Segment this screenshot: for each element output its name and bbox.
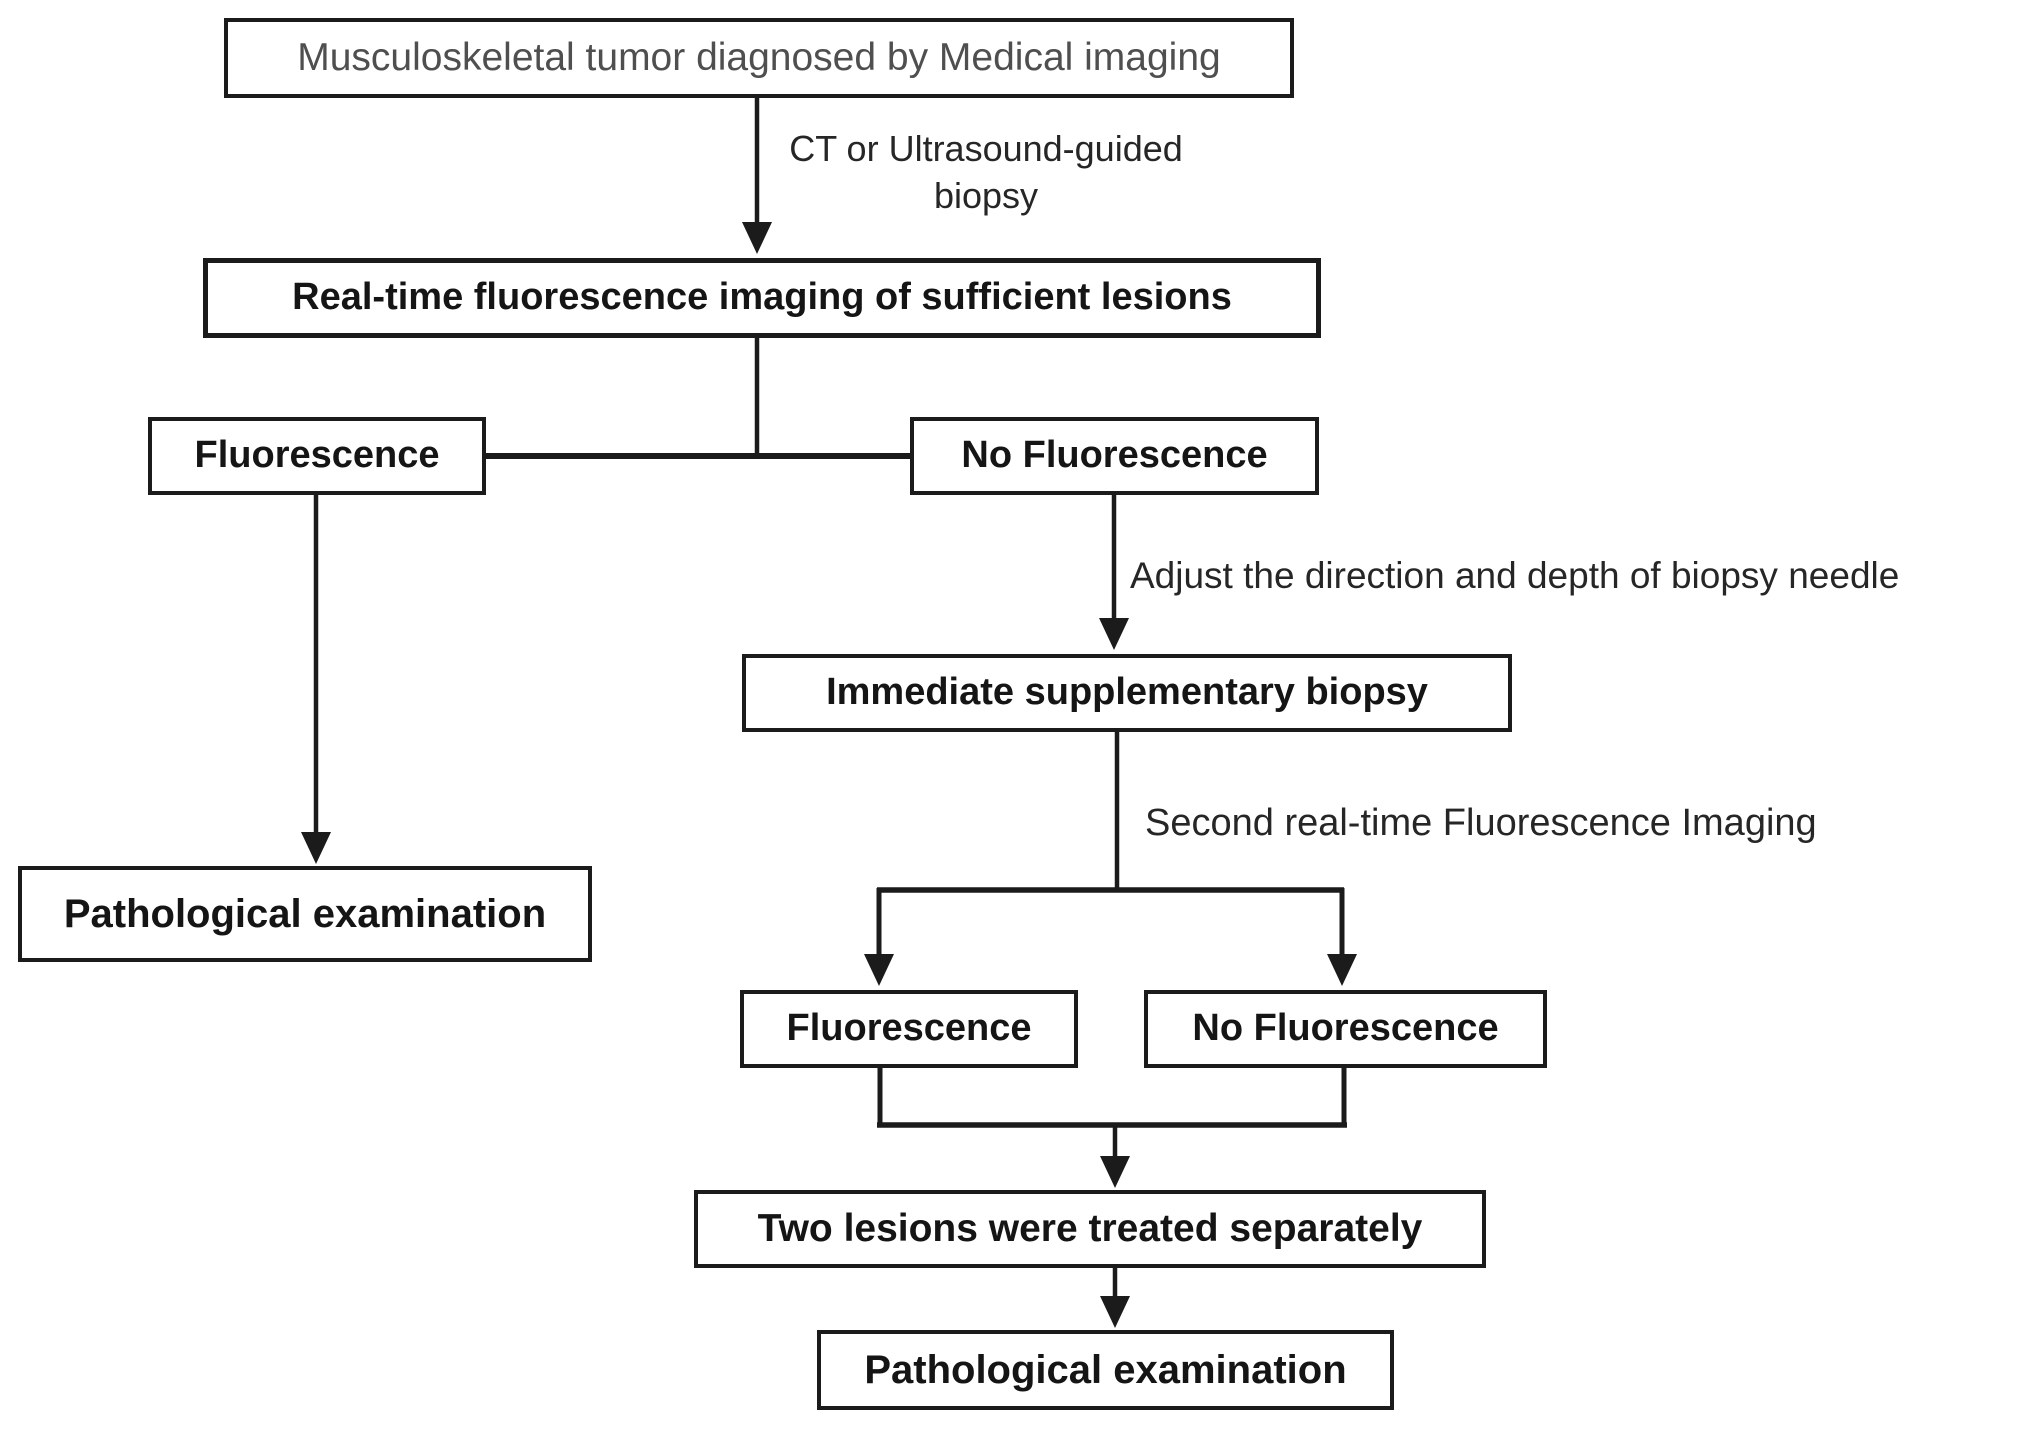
edge-merge-to-treated <box>877 1068 1347 1188</box>
node-imaging: Real-time fluorescence imaging of suffic… <box>203 258 1321 338</box>
arrowhead-split2-right <box>1327 954 1357 986</box>
edge-start-to-imaging <box>742 98 772 254</box>
arrowhead-treated-to-pathology <box>1100 1296 1130 1328</box>
edge-biopsy-to-split2 <box>864 732 1357 986</box>
arrowhead-start-to-imaging <box>742 222 772 254</box>
arrowhead-fluorescence-to-pathology <box>301 832 331 864</box>
arrowhead-merge-to-treated <box>1100 1156 1130 1188</box>
arrowhead-nofluorescence-to-biopsy <box>1099 618 1129 650</box>
edge-treated-to-pathology <box>1100 1268 1130 1328</box>
node-pathology-left: Pathological examination <box>18 866 592 962</box>
edge-imaging-to-split <box>486 338 910 459</box>
node-fluorescence-2: Fluorescence <box>740 990 1078 1068</box>
node-fluorescence-1: Fluorescence <box>148 417 486 495</box>
edge-nofluorescence-to-biopsy <box>1099 495 1129 650</box>
edge-label-adjust-needle: Adjust the direction and depth of biopsy… <box>1130 555 1900 596</box>
node-treated-separately: Two lesions were treated separately <box>694 1190 1486 1268</box>
node-supplementary-biopsy: Immediate supplementary biopsy <box>742 654 1512 732</box>
edge-fluorescence-to-pathology <box>301 495 331 864</box>
arrowhead-split2-left <box>864 954 894 986</box>
node-start: Musculoskeletal tumor diagnosed by Medic… <box>224 18 1294 98</box>
edge-label-second-imaging: Second real-time Fluorescence Imaging <box>1145 802 1817 844</box>
node-pathology-bottom: Pathological examination <box>817 1330 1394 1410</box>
node-no-fluorescence-1: No Fluorescence <box>910 417 1319 495</box>
node-no-fluorescence-2: No Fluorescence <box>1144 990 1547 1068</box>
edge-label-ct-biopsy: CT or Ultrasound-guided biopsy <box>789 128 1183 216</box>
